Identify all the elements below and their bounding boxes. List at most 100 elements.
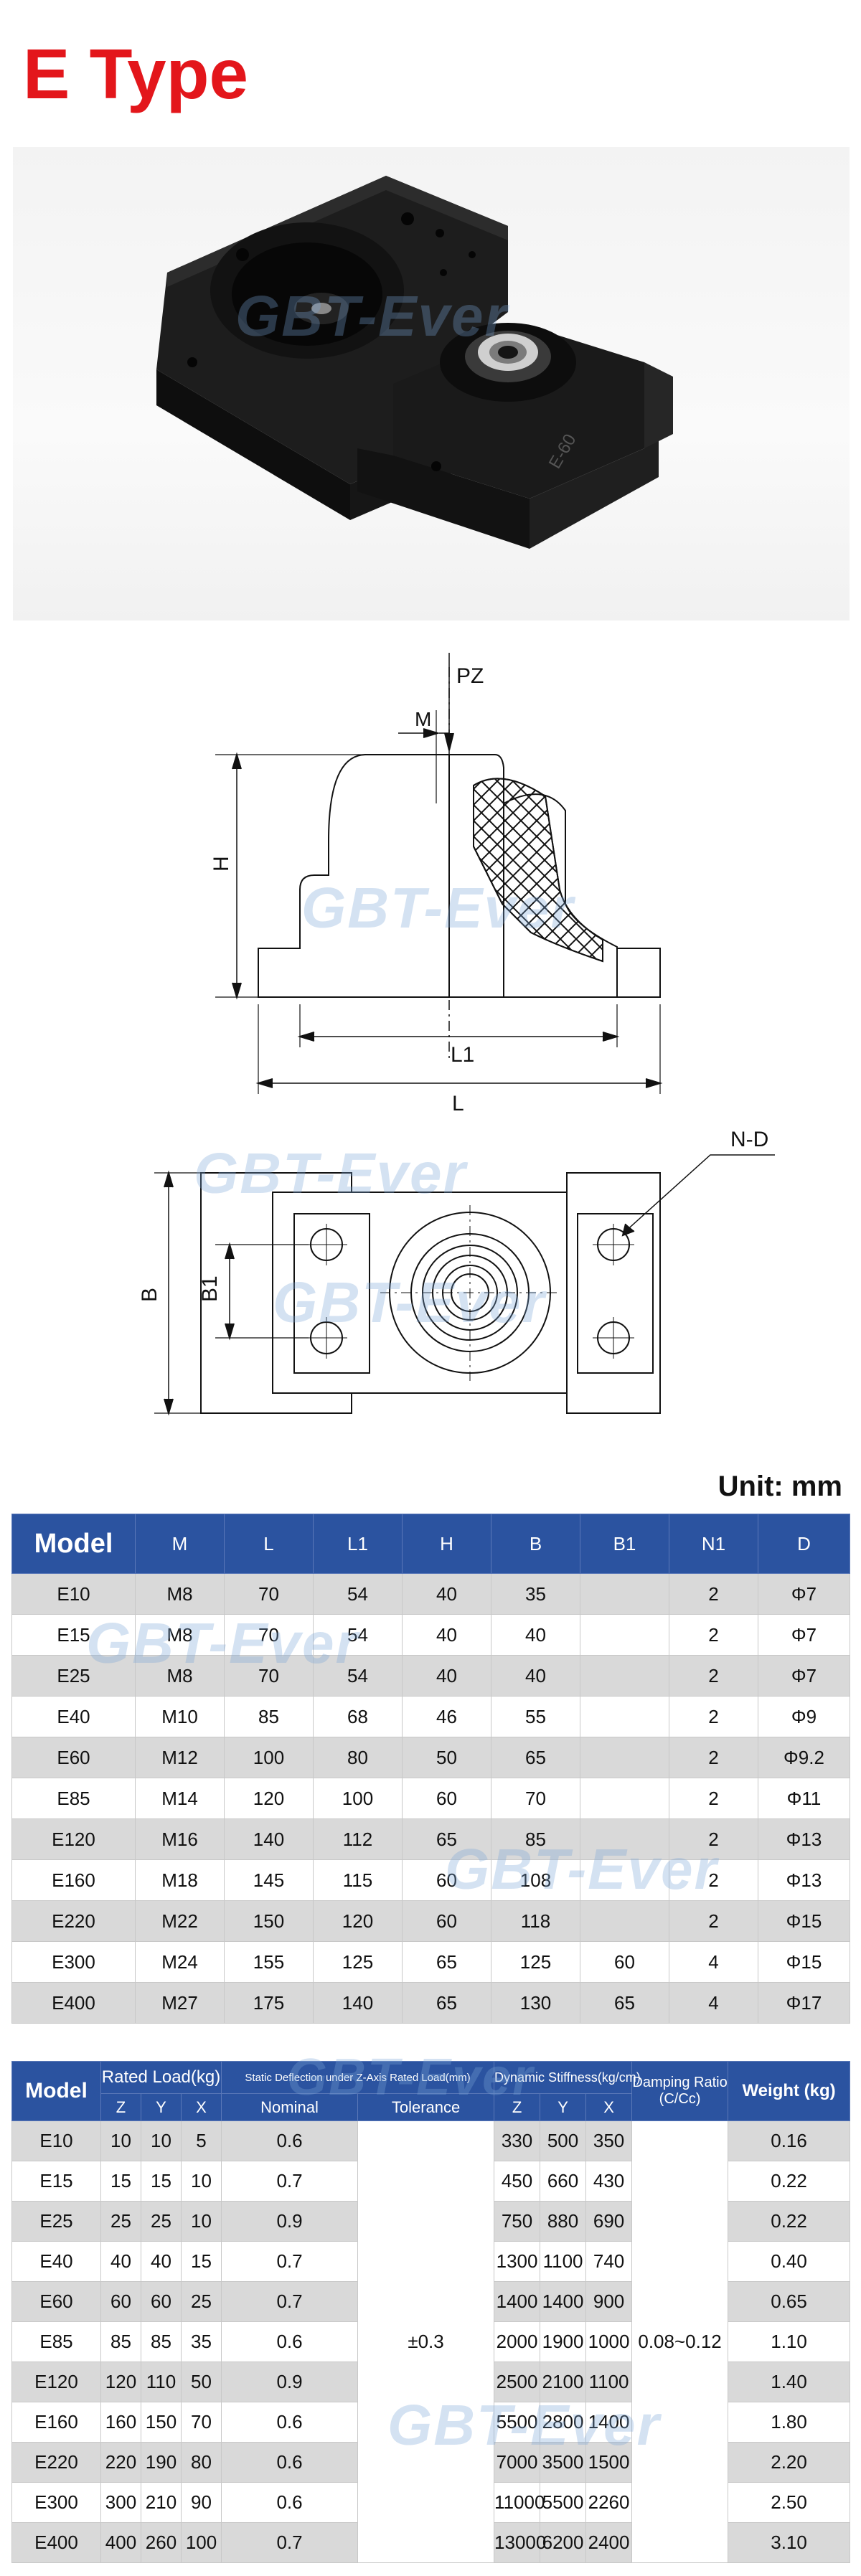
table-cell: 1.40 bbox=[728, 2362, 851, 2402]
table-cell: M27 bbox=[135, 1982, 225, 2024]
table-cell: 450 bbox=[494, 2161, 541, 2202]
table-cell: 108 bbox=[491, 1859, 580, 1901]
technical-drawings: PZ M H L1 L N-D B B1 GBT-Ever GBT-Ever G… bbox=[0, 631, 861, 1463]
page-title: E Type bbox=[23, 34, 249, 113]
table-cell: 46 bbox=[402, 1696, 491, 1737]
table-cell: E15 bbox=[11, 2161, 101, 2202]
table-cell: E60 bbox=[11, 2281, 101, 2322]
table-cell: 125 bbox=[491, 1941, 580, 1983]
table-cell: Φ13 bbox=[758, 1818, 850, 1860]
table-cell: 35 bbox=[491, 1573, 580, 1615]
table-cell: 4 bbox=[669, 1941, 758, 1983]
table-cell: 430 bbox=[585, 2161, 633, 2202]
x-header: X bbox=[585, 2093, 633, 2121]
table-cell: E10 bbox=[11, 2120, 101, 2161]
table-cell: 80 bbox=[313, 1737, 403, 1778]
table-cell: 0.22 bbox=[728, 2201, 851, 2242]
table-cell: 130 bbox=[491, 1982, 580, 2024]
table-cell: 0.7 bbox=[221, 2522, 359, 2563]
table-cell: E40 bbox=[11, 1696, 136, 1737]
damping-ratio-cell: 0.08~0.12 bbox=[631, 2120, 729, 2563]
table-cell: E400 bbox=[11, 1982, 136, 2024]
table-cell: 40 bbox=[491, 1614, 580, 1656]
table-cell bbox=[580, 1818, 669, 1860]
table-cell: 140 bbox=[313, 1982, 403, 2024]
table-cell: 10 bbox=[100, 2120, 141, 2161]
table-cell: 70 bbox=[224, 1614, 314, 1656]
table-cell: 118 bbox=[491, 1900, 580, 1942]
table-cell: 2.50 bbox=[728, 2482, 851, 2523]
b1-label: B1 bbox=[198, 1275, 222, 1302]
table-cell: M16 bbox=[135, 1818, 225, 1860]
table-cell: 1300 bbox=[494, 2241, 541, 2282]
table-cell: E160 bbox=[11, 2402, 101, 2443]
table-cell: Φ13 bbox=[758, 1859, 850, 1901]
dynamic-stiffness-header: Dynamic Stiffness(kg/cm) bbox=[494, 2061, 641, 2094]
table-cell: 740 bbox=[585, 2241, 633, 2282]
column-header: L1 bbox=[313, 1514, 403, 1574]
column-header: N1 bbox=[669, 1514, 758, 1574]
column-header: L bbox=[224, 1514, 314, 1574]
table-cell: 1100 bbox=[585, 2362, 633, 2402]
table-cell: 220 bbox=[100, 2442, 141, 2483]
table-cell: 2500 bbox=[494, 2362, 541, 2402]
table-cell: 13000 bbox=[494, 2522, 546, 2563]
table-cell: 900 bbox=[585, 2281, 633, 2322]
table-cell: E85 bbox=[11, 2321, 101, 2362]
table-cell: 85 bbox=[100, 2321, 141, 2362]
table-cell: 112 bbox=[313, 1818, 403, 1860]
table-cell: 2 bbox=[669, 1818, 758, 1860]
table-cell: Φ11 bbox=[758, 1778, 850, 1819]
table-cell bbox=[580, 1696, 669, 1737]
table-cell: 2800 bbox=[540, 2402, 587, 2443]
table-cell: M24 bbox=[135, 1941, 225, 1983]
table-cell: Φ15 bbox=[758, 1900, 850, 1942]
table-cell: 260 bbox=[141, 2522, 182, 2563]
h-label: H bbox=[210, 856, 233, 872]
table-cell: 0.16 bbox=[728, 2120, 851, 2161]
table-cell: Φ9 bbox=[758, 1696, 850, 1737]
table-cell: 65 bbox=[402, 1818, 491, 1860]
l-label: L bbox=[452, 1092, 464, 1115]
table-cell: 7000 bbox=[494, 2442, 541, 2483]
table-cell: 15 bbox=[180, 2241, 222, 2282]
table-cell: E300 bbox=[11, 1941, 136, 1983]
model-header: Model bbox=[11, 2061, 101, 2121]
table-cell: 40 bbox=[402, 1573, 491, 1615]
dimension-table-header: Model M L L1 H B B1 N1 D bbox=[11, 1514, 850, 1574]
table-cell bbox=[580, 1655, 669, 1697]
table-cell: E25 bbox=[11, 1655, 136, 1697]
table-cell: 90 bbox=[180, 2482, 222, 2523]
z-header: Z bbox=[100, 2093, 141, 2121]
table-cell: 70 bbox=[224, 1655, 314, 1697]
table-cell: 50 bbox=[402, 1737, 491, 1778]
z-header: Z bbox=[494, 2093, 541, 2121]
table-cell: 190 bbox=[141, 2442, 182, 2483]
table-cell: 140 bbox=[224, 1818, 314, 1860]
rated-load-header: Rated Load(kg) bbox=[100, 2061, 222, 2094]
table-cell: 2 bbox=[669, 1655, 758, 1697]
column-header: H bbox=[402, 1514, 491, 1574]
y-header: Y bbox=[540, 2093, 587, 2121]
table-cell: 1900 bbox=[540, 2321, 587, 2362]
column-header: D bbox=[758, 1514, 850, 1574]
table-cell: 60 bbox=[580, 1941, 669, 1983]
table-cell: E85 bbox=[11, 1778, 136, 1819]
table-cell: 3500 bbox=[540, 2442, 587, 2483]
small-mount-image: E-60 bbox=[357, 323, 673, 549]
table-cell: 5 bbox=[180, 2120, 222, 2161]
column-header: M bbox=[135, 1514, 225, 1574]
table-cell: 85 bbox=[491, 1818, 580, 1860]
table-cell: 2400 bbox=[585, 2522, 633, 2563]
table-cell: 0.6 bbox=[221, 2120, 359, 2161]
x-header: X bbox=[180, 2093, 222, 2121]
table-cell: 0.65 bbox=[728, 2281, 851, 2322]
